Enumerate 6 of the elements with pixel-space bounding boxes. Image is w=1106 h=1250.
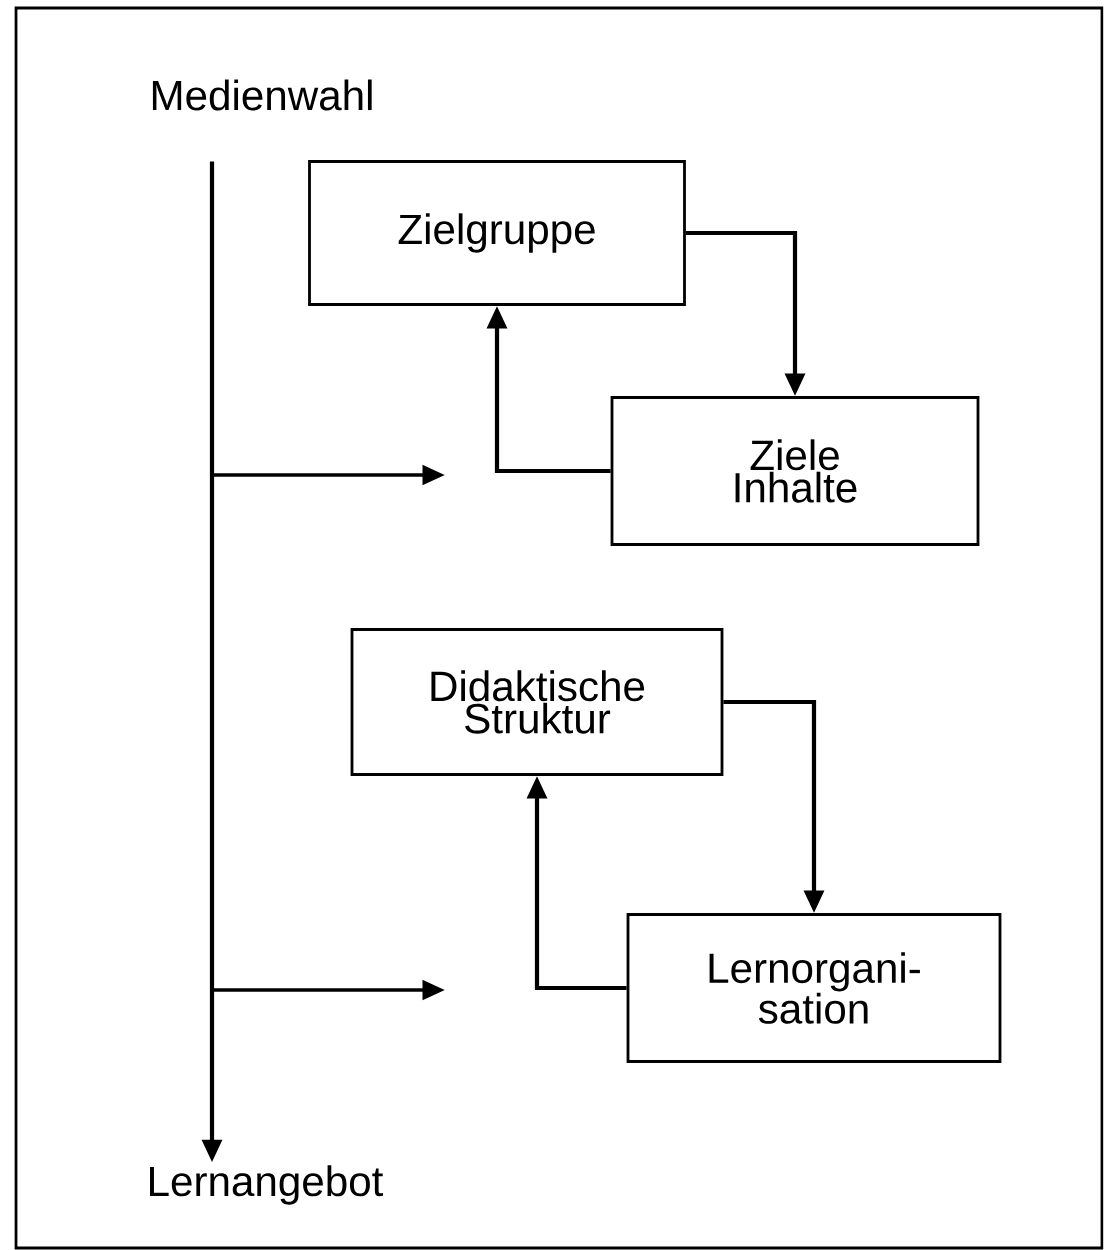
label-text: Medienwahl [152,79,372,111]
process-box: Ziele Inhalte [610,396,980,546]
label-text: Lernangebot [150,1165,384,1205]
process-box: Zielgruppe [308,160,686,306]
process-box: Didaktische Struktur [350,628,724,776]
process-box: Lernorgani- sation [626,913,1002,1063]
